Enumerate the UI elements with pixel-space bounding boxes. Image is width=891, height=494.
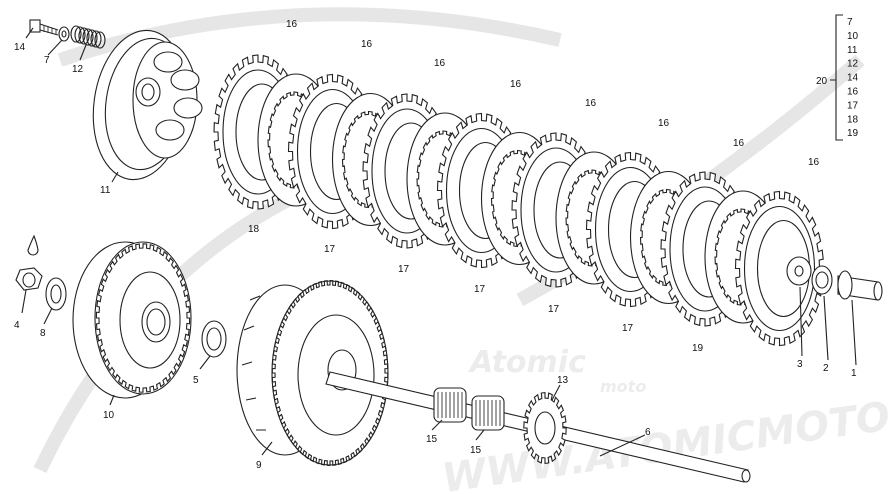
callout-16g: 16 [733,138,745,149]
gear-13-part [523,391,567,465]
callout-13: 13 [557,375,569,386]
callout-17d: 17 [548,304,560,315]
kit-item: 16 [847,87,859,98]
kit-item: 19 [847,128,859,139]
clutch-basket-part [236,280,389,466]
pushrod-1-part [837,270,883,301]
callout-17a: 17 [324,244,336,255]
callout-12: 12 [72,64,84,75]
friction-disc [734,190,825,347]
callout-18: 18 [248,224,260,235]
callout-19: 19 [692,343,704,354]
callout-16f: 16 [658,118,670,129]
callout-10: 10 [103,410,115,421]
watermark-sub: moto [600,377,646,396]
kit-item: 12 [847,59,859,70]
callout-15b: 15 [470,445,482,456]
pressure-plate-part [92,29,203,181]
callout-16d: 16 [510,79,522,90]
callout-14: 14 [14,42,26,53]
callout-17e: 17 [622,323,634,334]
snap-ring-part [201,320,227,358]
washer-3-part [786,256,812,286]
washer-8-part [45,277,67,311]
callout-labels: 14 7 12 11 16 16 16 16 16 16 16 16 18 17… [14,19,857,471]
watermark-url: WWW.ATOMICMOTO.FR [439,383,891,494]
spring-part [70,25,106,49]
nut-part [15,234,43,291]
needle-bearing-2-part [811,265,833,295]
callout-8: 8 [40,328,46,339]
callout-17b: 17 [398,264,410,275]
callout-2: 2 [823,363,829,374]
kit-item: 18 [847,114,859,125]
needle-bearing-15a-part [433,387,467,423]
kit-label-20: 20 [816,76,828,87]
callout-4: 4 [14,320,20,331]
callout-9: 9 [256,460,262,471]
callout-7: 7 [44,55,50,66]
clutch-plate-stack [213,54,825,347]
callout-5: 5 [193,375,199,386]
washer-part [58,26,70,42]
callout-16h: 16 [808,157,820,168]
callout-11: 11 [100,185,111,196]
callout-16e: 16 [585,98,597,109]
callout-6: 6 [645,427,651,438]
callout-16a: 16 [286,19,298,30]
kit-item: 7 [847,17,853,28]
watermark-logo: Atomic [468,345,586,380]
callout-16b: 16 [361,39,373,50]
callout-15a: 15 [426,434,438,445]
callout-3: 3 [797,359,803,370]
kit-item: 10 [847,31,859,42]
kit-items-list: 7 10 11 12 14 16 17 18 19 [847,17,859,139]
kit-item: 17 [847,100,859,111]
bolt-part [29,19,59,36]
leader-lines [21,14,857,457]
kit-item: 11 [847,45,858,56]
callout-1: 1 [851,368,857,379]
kit-item: 14 [847,73,859,84]
callout-16c: 16 [434,58,446,69]
callout-17c: 17 [474,284,486,295]
needle-bearing-15b-part [471,395,505,431]
clutch-hub-part [72,241,192,399]
